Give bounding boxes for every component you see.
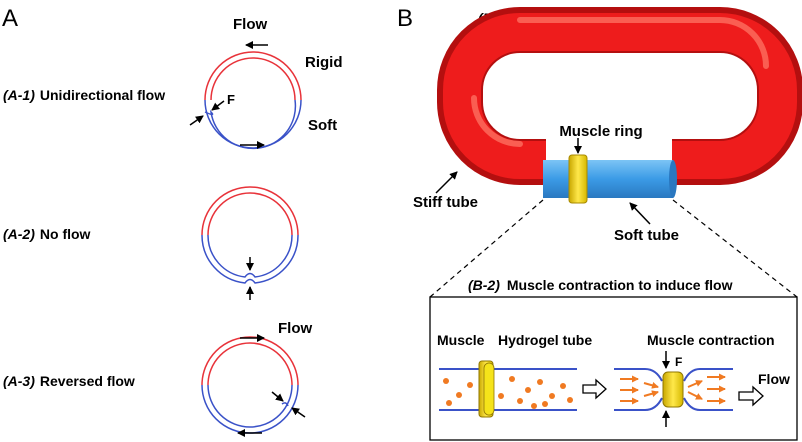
a2-caption: (A-2) No flow [3, 226, 91, 242]
a3-soft-outer [201, 384, 299, 434]
soft-tube-label: Soft tube [614, 227, 679, 244]
a3-force-arrow-inner [271, 391, 284, 402]
a3-caption: (A-3) Reversed flow [3, 373, 135, 389]
b2-flow-arrows [620, 373, 726, 405]
a2-diagram [201, 186, 299, 300]
b2-caption: (B-2) Muscle contraction to induce flow [468, 277, 733, 293]
panel-b-letter: B [397, 5, 413, 32]
a3-rigid-inner [207, 342, 293, 386]
b2-flow-label: Flow [758, 371, 790, 387]
b2-title: Muscle contraction to induce flow [507, 277, 733, 293]
a1-force-arrow-top [211, 100, 225, 111]
stiff-tube-highlight [471, 17, 769, 147]
stiff-tube-arrow [435, 171, 458, 194]
b2-hydrogel-label: Hydrogel tube [498, 332, 592, 348]
b2-tag: (B-2) [468, 277, 500, 293]
panel-a-letter: A [2, 5, 18, 32]
a1-diagram [189, 41, 302, 150]
soft-tube [543, 160, 673, 198]
a1-rigid-outer [204, 51, 302, 101]
a1-flow-label: Flow [233, 16, 267, 33]
a2-soft-outer [201, 234, 299, 284]
b2-right-tube-top [614, 368, 733, 382]
a1-soft-label: Soft [308, 117, 337, 134]
soft-tube-arrow [629, 202, 651, 225]
a2-rigid-inner [207, 192, 293, 236]
b2-particles [443, 376, 573, 409]
a2-tag: (A-2) [3, 226, 35, 242]
b2-muscle-contracted [662, 371, 684, 408]
b2-contraction-label: Muscle contraction [647, 332, 775, 348]
a1-rigid-inner [210, 57, 296, 101]
a3-force-arrow-outer [291, 407, 306, 418]
a3-tag: (A-3) [3, 373, 35, 389]
a1-soft-inner [204, 99, 297, 150]
b2-contracted [614, 351, 733, 427]
a3-flow-label: Flow [278, 320, 312, 337]
muscle-ring [568, 154, 588, 204]
a3-diagram [201, 334, 306, 437]
stiff-tube [443, 13, 797, 179]
muscle-ring-label: Muscle ring [559, 123, 642, 140]
a1-force-arrow-bottom [189, 115, 204, 126]
a1-rigid-label: Rigid [305, 54, 343, 71]
a1-title: Unidirectional flow [40, 87, 165, 103]
a1-soft-outer [204, 99, 302, 149]
a2-soft-inner [207, 234, 293, 278]
a1-caption: (A-1) Unidirectional flow [3, 87, 165, 103]
a1-tag: (A-1) [3, 87, 35, 103]
b2-relaxed [439, 360, 577, 418]
a3-dent [281, 402, 289, 407]
b2-transition-arrow [582, 378, 607, 400]
b2-right-tube-bottom [614, 397, 733, 411]
b2-force-label: F [675, 355, 682, 369]
b2-outflow-arrow [738, 385, 764, 407]
a2-rigid-outer [201, 186, 299, 236]
stiff-tube-label: Stiff tube [413, 194, 478, 211]
zoom-line-left [429, 199, 544, 298]
a3-soft-inner [207, 384, 293, 428]
soft-tube-end [669, 160, 677, 198]
a2-title: No flow [40, 226, 91, 242]
b2-muscle-relaxed-face [483, 362, 495, 416]
b2-muscle-label: Muscle [437, 332, 485, 348]
a3-rigid-outer [201, 336, 299, 386]
pump-bot [435, 6, 802, 225]
a3-title: Reversed flow [40, 373, 135, 389]
a1-force-label: F [227, 92, 235, 107]
